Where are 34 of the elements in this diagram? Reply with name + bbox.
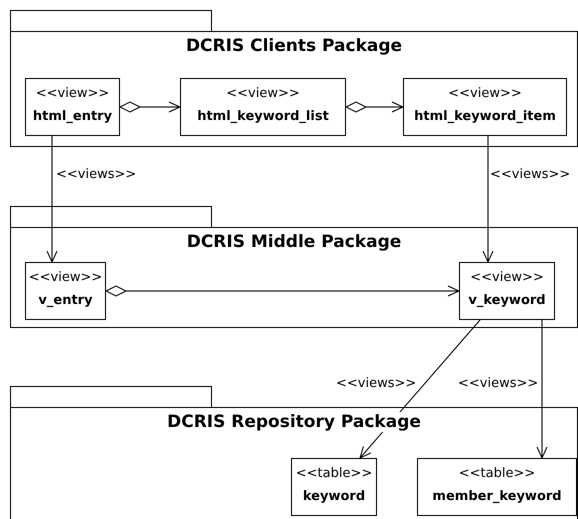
- aggregation-arrow: [106, 286, 460, 296]
- stereotype-text: <<view>>: [469, 270, 545, 285]
- package-title: DCRIS Repository Package: [167, 412, 421, 432]
- class-box: [180, 78, 346, 136]
- class-box: [417, 458, 577, 516]
- stereotype-text: <<view>>: [447, 86, 523, 101]
- class-box: [25, 78, 120, 136]
- stereotype-text: <<view>>: [28, 270, 104, 285]
- class-name: keyword: [302, 489, 366, 504]
- class-name: html_keyword_list: [196, 109, 330, 124]
- stereotype-text: <<table>>: [294, 466, 374, 481]
- class-box: [459, 262, 555, 320]
- aggregation-arrow: [346, 102, 404, 112]
- dependency-arrow: [360, 320, 480, 458]
- stereotype-text: <<view>>: [34, 86, 110, 101]
- stereotype-text: <<view>>: [225, 86, 301, 101]
- aggregation-arrow: [120, 102, 180, 112]
- package-title: DCRIS Clients Package: [186, 36, 402, 56]
- class-name: html_keyword_item: [413, 109, 557, 124]
- class-box: [291, 458, 377, 516]
- class-box: [403, 78, 567, 136]
- class-name: member_keyword: [431, 489, 563, 504]
- dependency-arrow: [536, 320, 548, 458]
- package-title: DCRIS Middle Package: [186, 232, 402, 252]
- class-name: html_entry: [32, 109, 114, 124]
- class-box: [25, 262, 106, 320]
- stereotype-text: <<table>>: [458, 466, 536, 481]
- dependency-arrow: [46, 136, 58, 262]
- dependency-arrow: [482, 136, 494, 262]
- package-frame: [10, 10, 578, 147]
- class-name: v_keyword: [467, 293, 547, 308]
- package-frame: [10, 206, 578, 328]
- package-frame: [10, 386, 578, 519]
- class-name: v_entry: [37, 293, 94, 308]
